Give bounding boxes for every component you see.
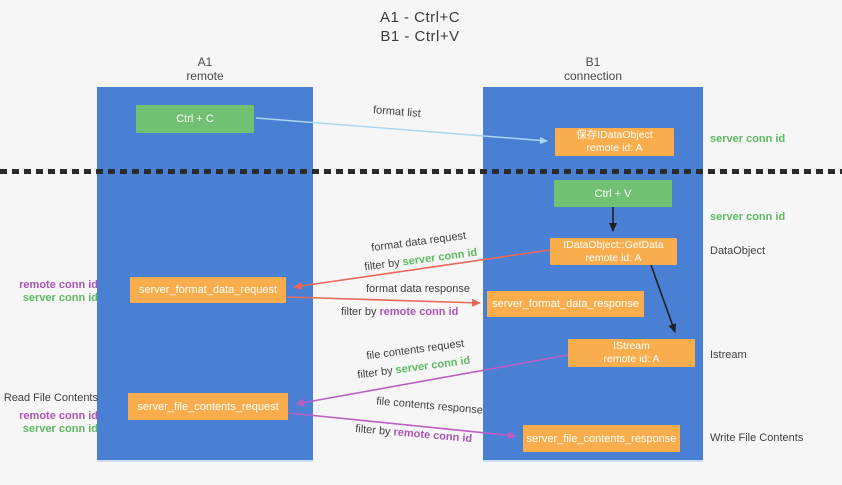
label-server-conn-id-left-1: server conn id [22,292,98,304]
node-save-idataobject-remote-id: remote id: A [586,142,643,154]
node-server-format-data-request: server_format_data_request [130,277,286,303]
label-format-data-response: format data response [366,283,470,295]
node-getdata-title: IDataObject::GetData [563,238,664,251]
title-line-1: A1 - Ctrl+C [379,9,461,26]
dotted-divider-line [0,169,842,174]
label-remote-conn-id-left-1: remote conn id [19,279,98,291]
label-server-conn-id-left-2: server conn id [22,423,98,435]
remote-conn-id-text: remote conn id [379,306,459,318]
node-server-format-data-response: server_format_data_response [487,291,644,317]
node-save-idataobject-title: 保存IDataObject [576,129,653,141]
node-server-file-contents-request: server_file_contents_request [128,393,288,420]
label-write-file-contents: Write File Contents [710,432,804,444]
node-ctrl-c: Ctrl + C [136,105,254,133]
lifeline-b-id: B1 [585,55,601,69]
filter-by-text: filter by [354,422,392,438]
arrow-format-data-response [286,296,481,307]
lifeline-a-role: remote [186,69,224,83]
node-istream-title: IStream [613,340,650,352]
node-idataobject-getdata: IDataObject::GetData remote id: A [550,238,677,265]
node-ctrl-v: Ctrl + V [554,180,672,207]
lifeline-b-header: B1 connection [533,55,653,83]
lifeline-a-id: A1 [197,55,213,69]
label-istream: Istream [710,349,747,361]
label-server-conn-id-right-1: server conn id [710,133,786,145]
label-remote-conn-id-left-2: remote conn id [19,410,98,422]
node-istream-remote-id: remote id: A [603,353,660,365]
label-server-conn-id-right-2: server conn id [710,211,786,223]
remote-conn-id-text: remote conn id [393,426,473,446]
title-line-2: B1 - Ctrl+V [380,28,460,45]
diagram-title: A1 - Ctrl+C B1 - Ctrl+V [320,8,520,46]
filter-by-text: filter by [363,256,401,274]
lifeline-b-role: connection [563,69,623,83]
filter-by-text: filter by [341,306,377,318]
server-conn-id-text: server conn id [394,354,471,377]
lifeline-a-header: A1 remote [145,55,265,83]
server-conn-id-text: server conn id [401,246,478,269]
node-istream: IStream remote id: A [568,339,695,367]
filter-by-text: filter by [356,364,394,382]
label-file-contents-response: file contents response [375,395,484,417]
node-server-file-contents-response: server_file_contents_response [523,425,680,452]
node-save-idataobject: 保存IDataObject remote id: A [555,128,674,156]
node-getdata-remote-id: remote id: A [585,251,642,264]
label-dataobject: DataObject [710,245,766,257]
label-read-file-contents: Read File Contents [3,392,98,404]
label-format-list: format list [372,104,422,120]
